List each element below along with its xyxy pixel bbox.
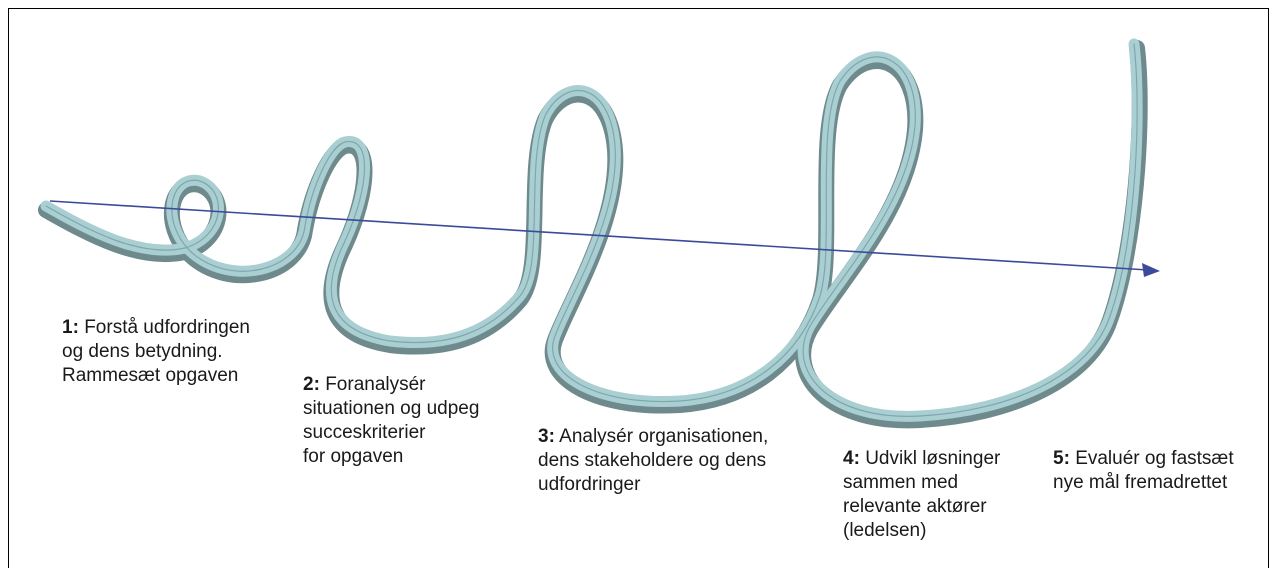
arrow-line xyxy=(49,200,1149,271)
step-text-line: (ledelsen) xyxy=(843,520,927,541)
step-text-line: Evaluér og fastsæt xyxy=(1075,448,1234,469)
step-text-line: dens stakeholdere og dens xyxy=(538,450,767,471)
spiral-ribbon xyxy=(38,38,1148,429)
step-5: 5: Evaluér og fastsæt nye mål fremadrett… xyxy=(1053,447,1234,495)
step-text-line: Analysér organisationen, xyxy=(559,426,769,447)
step-text-line: for opgaven xyxy=(303,446,404,467)
step-text-line: succeskriterier xyxy=(303,422,426,443)
step-3: 3: Analysér organisationen, dens stakeho… xyxy=(538,425,768,497)
step-text-line: udfordringer xyxy=(538,474,641,495)
step-text-line: Foranalysér xyxy=(325,374,426,395)
arrow-head xyxy=(1142,263,1160,277)
step-text-line: Udvikl løsninger xyxy=(865,448,1001,469)
step-text-line: relevante aktører xyxy=(843,496,987,517)
step-number: 4: xyxy=(843,448,860,469)
step-text-line: og dens betydning. xyxy=(62,341,223,362)
spiral-ribbon-highlight xyxy=(45,43,1138,417)
step-2: 2: Foranalysér situationen og udpeg succ… xyxy=(303,373,479,469)
step-text-line: nye mål fremadrettet xyxy=(1053,472,1228,493)
step-4: 4: Udvikl løsninger sammen med relevante… xyxy=(843,447,1000,543)
step-1: 1: Forstå udfordringen og dens betydning… xyxy=(62,316,250,388)
step-number: 5: xyxy=(1053,448,1070,469)
step-text-line: Rammesæt opgaven xyxy=(62,365,239,386)
step-text-line: Forstå udfordringen xyxy=(84,317,251,338)
step-number: 1: xyxy=(62,317,79,338)
step-text-line: situationen og udpeg xyxy=(303,398,480,419)
step-number: 3: xyxy=(538,426,555,447)
diagram-frame xyxy=(8,8,1269,568)
step-number: 2: xyxy=(303,374,320,395)
step-text-line: sammen med xyxy=(843,472,959,493)
progress-arrow xyxy=(49,200,1160,277)
